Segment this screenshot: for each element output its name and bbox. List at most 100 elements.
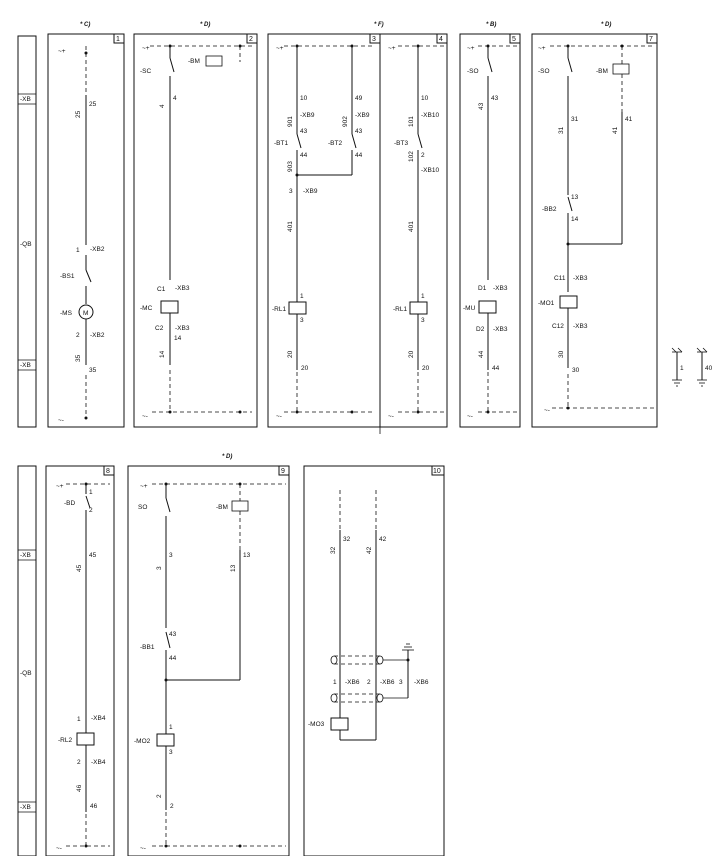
wire-label: 101	[408, 116, 415, 127]
panel-number: 3	[372, 36, 376, 43]
wire-label: 30	[572, 367, 580, 374]
pin-label: 1	[89, 489, 93, 496]
terminal-label: -XB4	[91, 715, 106, 722]
side-label-qb: -QB	[20, 670, 32, 677]
header-label: * D)	[200, 22, 210, 28]
terminal-label: -XB9	[303, 188, 318, 195]
wire-label: 41	[612, 126, 619, 134]
terminal-label: -XB3	[175, 325, 190, 332]
wire-label: 45	[89, 552, 97, 559]
rail-top-label: ~+	[388, 45, 396, 52]
wire-label: 43	[478, 102, 485, 110]
wire-label: 46	[76, 784, 83, 792]
wire-label: 35	[75, 354, 82, 362]
wire-label: 42	[379, 536, 387, 543]
side-strip-bottom: -XB -QB -XB	[17, 465, 37, 856]
wire-label: 20	[408, 350, 415, 358]
terminal-label: -XB2	[90, 332, 105, 339]
device-so: -SO	[467, 68, 479, 75]
wire-label: 4	[159, 104, 166, 108]
pin-label: C2	[155, 325, 164, 332]
pin-label: D2	[476, 326, 485, 333]
pin-label: 3	[300, 317, 304, 324]
pin-label: 2	[89, 507, 93, 514]
rail-bottom-label: ~-	[56, 845, 62, 852]
panel-number: 7	[649, 36, 653, 43]
pin-label: D1	[478, 285, 487, 292]
panel-9: 9 ~+ SO -BM 3 13 3 13 43 -BB1 44 1 -MO2 …	[127, 465, 290, 856]
pin-label: 43	[300, 128, 308, 135]
wire-label: 20	[301, 365, 309, 372]
wire-label: 901	[287, 116, 294, 127]
wire-label: 30	[558, 350, 565, 358]
device-mo3: -MO3	[308, 721, 325, 728]
motor-symbol: M	[83, 310, 88, 317]
device-bd: -BD	[64, 500, 76, 507]
device-bt1: -BT1	[274, 140, 288, 147]
device-rl1: -RL1	[272, 306, 286, 313]
terminal-label: -XB4	[91, 759, 106, 766]
wire-label: 102	[408, 151, 415, 162]
pin-label: 1	[77, 716, 81, 723]
header-label: * D)	[601, 22, 611, 28]
rail-top-label: ~+	[58, 48, 66, 55]
terminal-label: -XB3	[175, 285, 190, 292]
terminal-label: -XB3	[493, 326, 508, 333]
pin-label: 2	[77, 759, 81, 766]
device-bs1: -BS1	[60, 273, 75, 280]
rail-top-label: ~+	[140, 483, 148, 490]
panel-10: 10 32 42 32 42 1 -XB6 2 -XB6 3 -XB6 -MO3	[303, 465, 445, 856]
panel-number: 2	[249, 36, 253, 43]
terminal-label: -XB6	[345, 679, 360, 686]
pin-label: 43	[169, 631, 177, 638]
rail-bottom-label: ~-	[140, 845, 146, 852]
pin-label: 2	[367, 679, 371, 686]
panel-7: 7 ~+ -SO -BM 31 41 31 41 13 -BB2 14 C11 …	[531, 33, 658, 428]
rail-top-label: ~+	[276, 45, 284, 52]
ground-terminals: 1 40	[671, 347, 713, 387]
terminal-label: -XB10	[421, 167, 439, 174]
wire-label: 31	[571, 116, 579, 123]
wire-label: 40	[705, 365, 713, 372]
panel-number: 10	[433, 468, 441, 475]
rail-top-label: ~+	[467, 45, 475, 52]
device-ms: -MS	[60, 310, 73, 317]
panel-number: 8	[106, 468, 110, 475]
rail-top-label: ~+	[142, 45, 150, 52]
header-label: * F)	[374, 22, 384, 28]
wire-label: 20	[287, 350, 294, 358]
device-mu: -MU	[463, 305, 476, 312]
panel-number: 1	[116, 36, 120, 43]
device-bm: -BM	[188, 58, 200, 65]
rail-bottom-label: ~-	[276, 413, 282, 420]
wire-label: 2	[170, 803, 174, 810]
wire-label: 44	[492, 365, 500, 372]
pin-label: 1	[76, 247, 80, 254]
pin-label: C1	[157, 286, 166, 293]
terminal-label: -XB9	[355, 112, 370, 119]
device-rl2: -RL2	[58, 737, 72, 744]
terminal-label: -XB3	[493, 285, 508, 292]
panel-4: 4 ~+ 10 -XB10 101 -BT3 2 102 -XB10 401 1…	[379, 33, 448, 434]
wire-label: 14	[174, 335, 182, 342]
rail-bottom-label: ~-	[388, 413, 394, 420]
wire-label: 32	[330, 546, 337, 554]
pin-label: 1	[333, 679, 337, 686]
panel-1: 1 ~+ 25 25 1 -XB2 -BS1 M -MS 2 -XB2 35 3…	[47, 33, 125, 428]
panel-8: 8 ~+ 1 -BD 2 45 45 1 -XB4 -RL2 2 -XB4 46…	[45, 465, 115, 856]
pin-label: 43	[355, 128, 363, 135]
device-sc: -SC	[140, 68, 152, 75]
device-bb2: -BB2	[542, 206, 557, 213]
wire-label: 4	[173, 95, 177, 102]
wire-label: 903	[287, 161, 294, 172]
wire-label: 41	[625, 116, 633, 123]
header-label: * B)	[486, 22, 496, 28]
pin-label: 2	[421, 152, 425, 159]
pin-label: C12	[552, 323, 564, 330]
wire-label: 35	[89, 367, 97, 374]
wire-label: 44	[478, 350, 485, 358]
pin-label: 3	[289, 188, 293, 195]
pin-label: 14	[571, 216, 579, 223]
pin-label: 44	[355, 152, 363, 159]
wire-label: 10	[421, 95, 429, 102]
